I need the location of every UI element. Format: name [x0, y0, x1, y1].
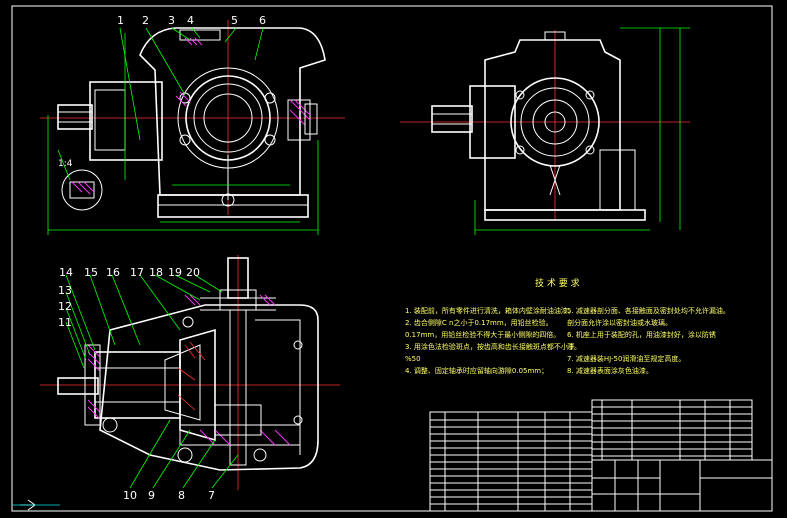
part-label: 20 [186, 266, 200, 279]
part-label: 14 [59, 266, 73, 279]
part-label: 4 [187, 14, 194, 27]
note-line: 5. 减速器剖分面、各接触面及密封处均不允许漏油。 [567, 306, 730, 315]
part-label: 7 [208, 489, 215, 502]
note-line: 剖分面允许涂以密封油或水玻璃。 [567, 318, 672, 327]
drawing-border [11, 5, 773, 512]
note-line: 1. 装配前，所有零件进行清洗，箱体内壁涂耐油油漆。 [405, 306, 575, 315]
side-view [400, 27, 690, 235]
note-line: 3. 用涂色法检验斑点，按齿高和齿长接触斑点都不小于 [405, 342, 575, 351]
scale-note: 1:4 [58, 159, 73, 169]
note-line: 漆。 [567, 342, 581, 351]
note-line: %50 [405, 355, 421, 363]
note-line: 0.17mm，用铅丝检验不得大于最小侧隙的四倍。 [405, 330, 560, 339]
part-label: 8 [178, 489, 185, 502]
part-label: 10 [123, 489, 137, 502]
notes-title: 技 术 要 求 [535, 277, 580, 289]
note-line: 8. 减速器表面涂灰色油漆。 [567, 366, 653, 375]
part-label: 3 [168, 14, 175, 27]
part-label: 2 [142, 14, 149, 27]
part-label: 17 [130, 266, 144, 279]
note-line: 6. 机座上用于装配的孔，用油漆封好，涂以防锈 [567, 330, 716, 339]
part-label: 1 [117, 14, 124, 27]
part-label: 19 [168, 266, 182, 279]
part-label: 16 [106, 266, 120, 279]
note-line: 4. 调整、固定轴承时应留轴向游隙0.05mm； [405, 366, 548, 375]
section-view [12, 255, 340, 511]
part-label: 12 [58, 300, 72, 313]
part-label: 5 [231, 14, 238, 27]
part-label: 6 [259, 14, 266, 27]
notes-left: 1. 装配前，所有零件进行清洗，箱体内壁涂耐油油漆。 2. 齿合侧隙C n之小于… [405, 306, 575, 375]
part-label: 18 [149, 266, 163, 279]
note-line: 2. 齿合侧隙C n之小于0.17mm，用铅丝检验。 [405, 318, 553, 327]
notes-right: 5. 减速器剖分面、各接触面及密封处均不允许漏油。 剖分面允许涂以密封油或水玻璃… [567, 306, 730, 375]
part-label: 13 [58, 284, 72, 297]
front-view [40, 20, 345, 235]
part-label: 15 [84, 266, 98, 279]
parts-list [429, 399, 773, 512]
note-line: 7. 减速器装HJ-50润滑油至规定高度。 [567, 354, 685, 363]
part-label: 9 [148, 489, 155, 502]
part-label: 11 [58, 316, 72, 329]
